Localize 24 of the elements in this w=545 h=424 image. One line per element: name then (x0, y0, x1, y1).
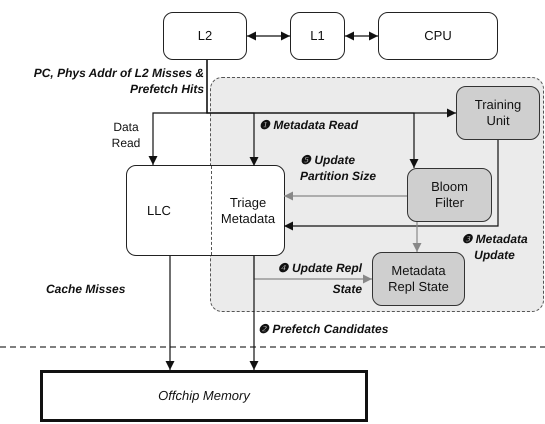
unit-box: Bloom Filter (407, 168, 492, 222)
dashed-region (210, 77, 544, 312)
component-box: L2 (163, 12, 247, 60)
arrow (284, 140, 499, 230)
annotation-text: ❹ Update Repl State (276, 260, 362, 298)
annotation-text: PC, Phys Addr of L2 Misses & Prefetch Hits (32, 66, 204, 98)
component-box: CPU (378, 12, 498, 60)
unit-box: Training Unit (456, 86, 540, 140)
arrow (284, 192, 407, 200)
arrow (412, 222, 422, 252)
arrow (345, 32, 378, 40)
cache-partition: Triage Metadata (211, 166, 284, 255)
annotation-text: ❺ Update Partition Size (300, 153, 378, 184)
arrow (250, 255, 258, 370)
component-box: L1 (290, 12, 345, 60)
arrow (247, 32, 290, 40)
memory-box: Offchip Memory (40, 370, 368, 422)
annotation-text: ❷ Prefetch Candidates (258, 322, 390, 338)
annotation-text: Data Read (110, 120, 142, 152)
annotation-text: ❶ Metadata Read (259, 118, 360, 134)
arrow (206, 60, 418, 168)
unit-box: Metadata Repl State (372, 252, 465, 306)
arrow (166, 256, 174, 370)
annotation-text: Cache Misses (46, 282, 126, 298)
